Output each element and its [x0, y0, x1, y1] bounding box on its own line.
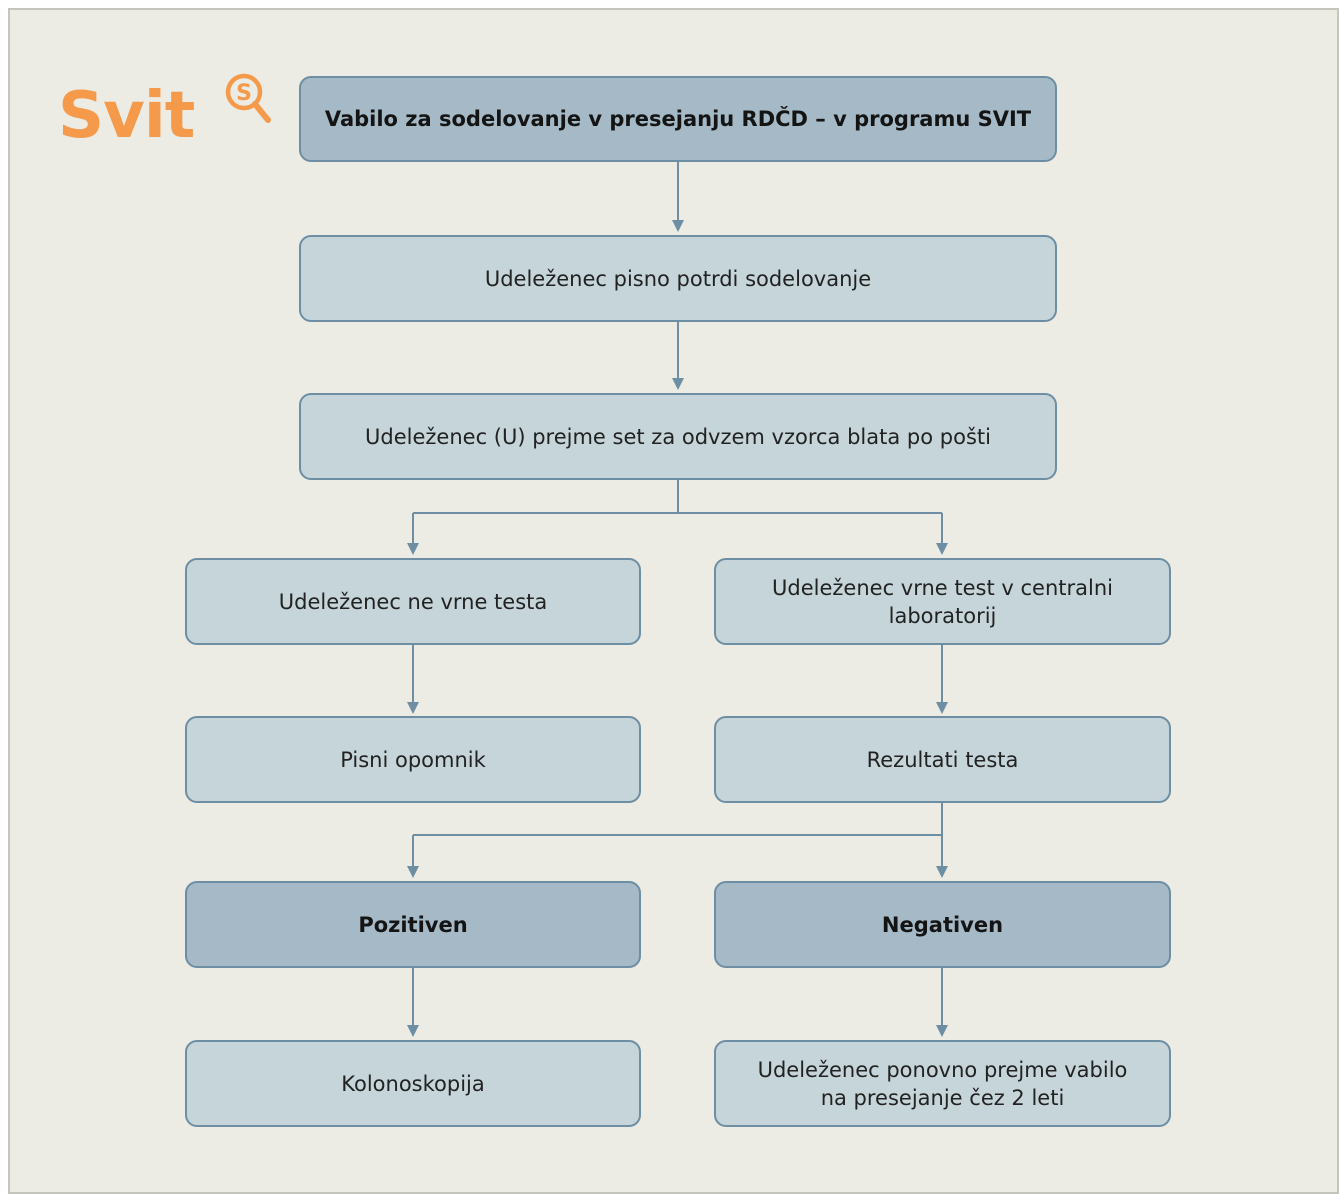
- node-negative: Negativen: [714, 881, 1171, 968]
- node-negative-label: Negativen: [881, 912, 1004, 937]
- node-confirm: Udeleženec pisno potrdi sodelovanje: [299, 235, 1057, 322]
- svg-text:S: S: [236, 81, 252, 106]
- node-colonoscopy-label: Kolonoskopija: [341, 1071, 485, 1096]
- node-returns-test-label: Udeleženec vrne test v centralni laborat…: [772, 575, 1113, 628]
- node-reminder-label: Pisni opomnik: [340, 747, 486, 772]
- node-invitation: Vabilo za sodelovanje v presejanju RDČD …: [299, 76, 1057, 162]
- node-receive-kit-label: Udeleženec (U) prejme set za odvzem vzor…: [365, 424, 991, 449]
- node-reinvite-line1: Udeleženec ponovno prejme vabilo: [757, 1057, 1128, 1082]
- logo-text: Svit: [58, 79, 195, 153]
- svit-logo: Svit S: [58, 73, 278, 164]
- node-returns-test: Udeleženec vrne test v centralni laborat…: [714, 558, 1171, 645]
- node-reinvite-line2: na presejanje čez 2 leti: [820, 1085, 1065, 1110]
- magnifier-s-icon: S: [225, 73, 271, 123]
- node-receive-kit: Udeleženec (U) prejme set za odvzem vzor…: [299, 393, 1057, 480]
- split-line-kit: [413, 480, 679, 514]
- node-results-label: Rezultati testa: [866, 747, 1019, 772]
- node-no-test-label: Udeleženec ne vrne testa: [278, 589, 548, 614]
- node-confirm-label: Udeleženec pisno potrdi sodelovanje: [484, 266, 872, 291]
- node-positive: Pozitiven: [185, 881, 641, 968]
- node-reminder: Pisni opomnik: [185, 716, 641, 803]
- node-colonoscopy: Kolonoskopija: [185, 1040, 641, 1127]
- node-invitation-label: Vabilo za sodelovanje v presejanju RDČD …: [324, 107, 1032, 131]
- node-results: Rezultati testa: [714, 716, 1171, 803]
- node-reinvite: Udeleženec ponovno prejme vabilo na pres…: [714, 1040, 1171, 1127]
- node-positive-label: Pozitiven: [358, 912, 468, 937]
- node-no-test: Udeleženec ne vrne testa: [185, 558, 641, 645]
